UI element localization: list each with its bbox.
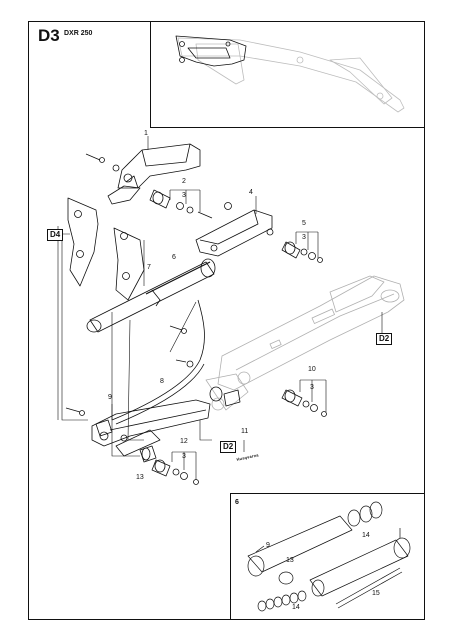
part-10-bolt-stack — [281, 389, 327, 417]
inset-callout-9: 9 — [266, 542, 270, 549]
inset-cylinder — [247, 501, 411, 612]
callout-2: 2 — [182, 178, 186, 185]
reference-lines — [57, 136, 383, 480]
callout-11: 11 — [241, 428, 249, 435]
main-boom — [205, 275, 405, 411]
overview-highlight — [175, 35, 247, 67]
callout-7: 7 — [147, 264, 151, 271]
part-2-bolt-stack — [85, 153, 232, 219]
callout-1: 1 — [144, 130, 148, 137]
callout-10: 10 — [308, 366, 316, 373]
callout-3: 3 — [302, 234, 306, 241]
part-5-bolt-stack — [266, 228, 323, 263]
callout-8: 8 — [160, 378, 164, 385]
overview-boom — [177, 37, 405, 113]
inset-callout-14: 14 — [362, 532, 370, 539]
ref-d2[interactable]: D2 — [376, 333, 393, 345]
part-4-bracket — [195, 209, 273, 257]
inset-callout-14: 14 — [292, 604, 300, 611]
callout-9: 9 — [108, 394, 112, 401]
callout-3: 3 — [182, 192, 186, 199]
ref-d4[interactable]: D4 — [47, 229, 64, 241]
side-plate-left — [67, 197, 99, 287]
callout-13: 13 — [136, 474, 144, 481]
part-12-bolt-stack — [151, 459, 199, 485]
model-name: DXR 250 — [64, 30, 93, 37]
part-8-hose — [111, 299, 205, 421]
inset-panel — [230, 493, 425, 620]
part-6-cylinder — [86, 258, 216, 333]
callout-3: 3 — [182, 453, 186, 460]
part-1-arm — [107, 143, 201, 205]
callout-12: 12 — [180, 438, 188, 445]
overview-panel — [150, 21, 425, 128]
loose-bolts — [65, 325, 194, 416]
ref-d2[interactable]: D2 — [220, 441, 237, 453]
callout-4: 4 — [249, 189, 253, 196]
side-plate-right — [113, 227, 145, 301]
callout-3: 3 — [310, 384, 314, 391]
callout-6: 6 — [172, 254, 176, 261]
inset-callout-15: 15 — [372, 590, 380, 597]
inset-title: 6 — [235, 499, 239, 506]
lower-link — [91, 399, 211, 457]
inset-callout-13: 13 — [286, 557, 294, 564]
callout-5: 5 — [302, 220, 306, 227]
section-code: D3 — [38, 26, 60, 45]
